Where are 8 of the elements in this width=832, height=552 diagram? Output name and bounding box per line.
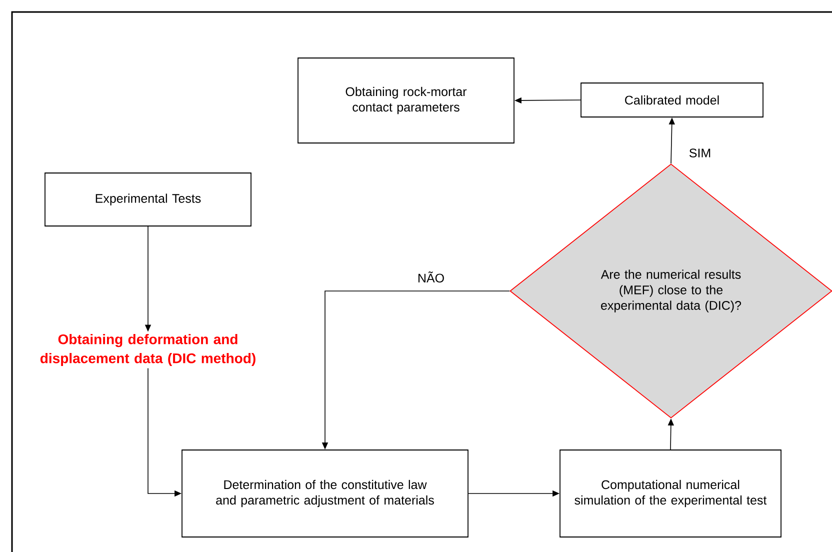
process-box: Obtaining rock-mortar contact parameters — [298, 58, 514, 144]
process-box: Calibrated model — [580, 82, 764, 118]
highlighted-text: Obtaining deformation and displacement data (DIC method) — [40, 334, 256, 366]
process-box: Computational numerical simulation of the experimental test — [560, 450, 782, 538]
edge-label: SIM — [688, 148, 712, 158]
edge-label: NÃO — [416, 270, 446, 284]
process-box: Determination of the constitutive law and parametric adjustment of materials — [182, 450, 468, 538]
process-box: Experimental Tests — [44, 172, 252, 226]
